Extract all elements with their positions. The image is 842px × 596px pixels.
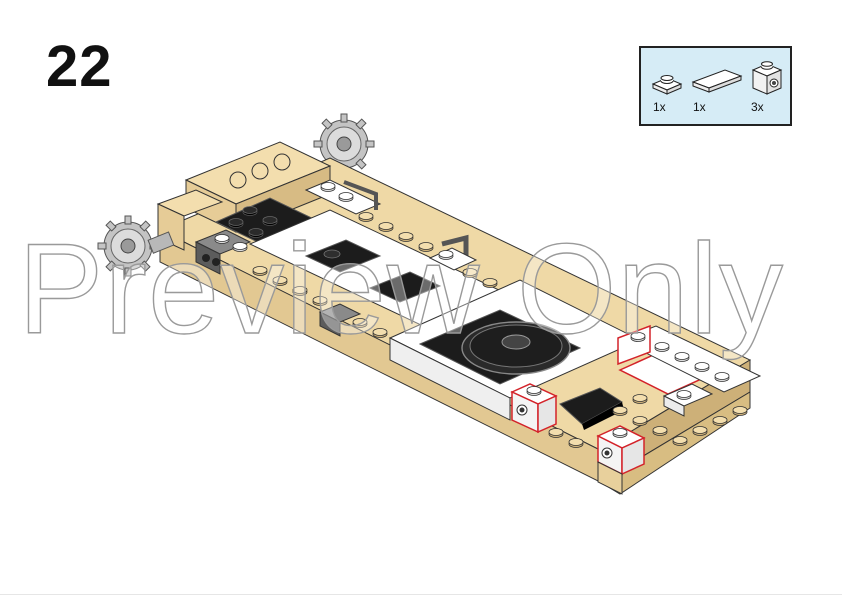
page-bottom-rule <box>0 594 842 595</box>
part-qty-tile: 1x <box>693 100 706 114</box>
plate-1x1-icon <box>651 75 683 95</box>
tile-1x2-icon <box>691 69 743 93</box>
step-number: 22 <box>46 34 113 99</box>
part-qty-plate: 1x <box>653 100 666 114</box>
gear-front-icon <box>97 215 159 277</box>
parts-list-callout: 1x 1x 3x <box>639 46 792 126</box>
part-qty-brick: 3x <box>751 100 764 114</box>
brick-1x1-stud-side-icon <box>751 61 783 95</box>
new-brick-left <box>510 383 558 434</box>
